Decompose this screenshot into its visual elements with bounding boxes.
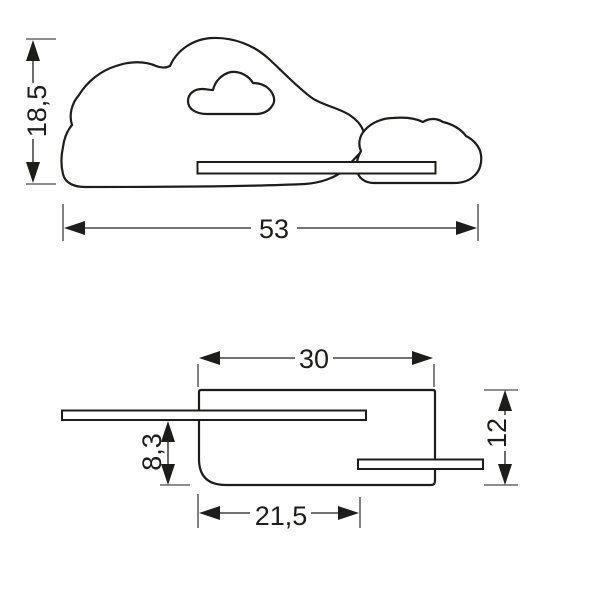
arrow-down-icon bbox=[498, 464, 512, 485]
dimension-label: 18,5 bbox=[22, 85, 52, 138]
dimension-label: 8,3 bbox=[137, 433, 167, 471]
arrow-left-icon bbox=[199, 506, 220, 520]
arrow-left-icon bbox=[199, 351, 220, 365]
arrow-right-icon bbox=[456, 221, 477, 235]
arrow-up-icon bbox=[26, 40, 40, 61]
dimension-side-width: 30 bbox=[197, 344, 435, 387]
inner-cloud-cutout bbox=[186, 70, 276, 116]
dimension-front-height: 18,5 bbox=[22, 38, 56, 185]
arrow-left-icon bbox=[64, 221, 85, 235]
arrow-right-icon bbox=[338, 506, 359, 520]
arrow-up-icon bbox=[498, 390, 512, 411]
arrow-up-icon bbox=[161, 421, 175, 442]
side-body-outline bbox=[197, 388, 437, 487]
side-view: 30 12 8,3 21,5 bbox=[61, 344, 518, 531]
dimension-label: 53 bbox=[259, 214, 289, 244]
dimension-label: 12 bbox=[482, 418, 512, 448]
dimension-shelf-drop: 8,3 bbox=[137, 421, 190, 486]
dimension-side-height: 12 bbox=[482, 389, 518, 486]
arrow-right-icon bbox=[412, 351, 433, 365]
front-shelf-board bbox=[196, 161, 437, 175]
front-view: 18,5 53 bbox=[22, 36, 483, 244]
arrow-down-icon bbox=[161, 464, 175, 485]
side-shelf-board bbox=[61, 409, 367, 421]
dimension-front-width: 53 bbox=[62, 204, 479, 244]
dimension-label: 30 bbox=[299, 344, 329, 374]
dimension-shelf-depth: 21,5 bbox=[197, 494, 361, 531]
side-lower-board bbox=[357, 458, 484, 470]
arrow-down-icon bbox=[26, 162, 40, 183]
dimension-label: 21,5 bbox=[255, 501, 308, 531]
